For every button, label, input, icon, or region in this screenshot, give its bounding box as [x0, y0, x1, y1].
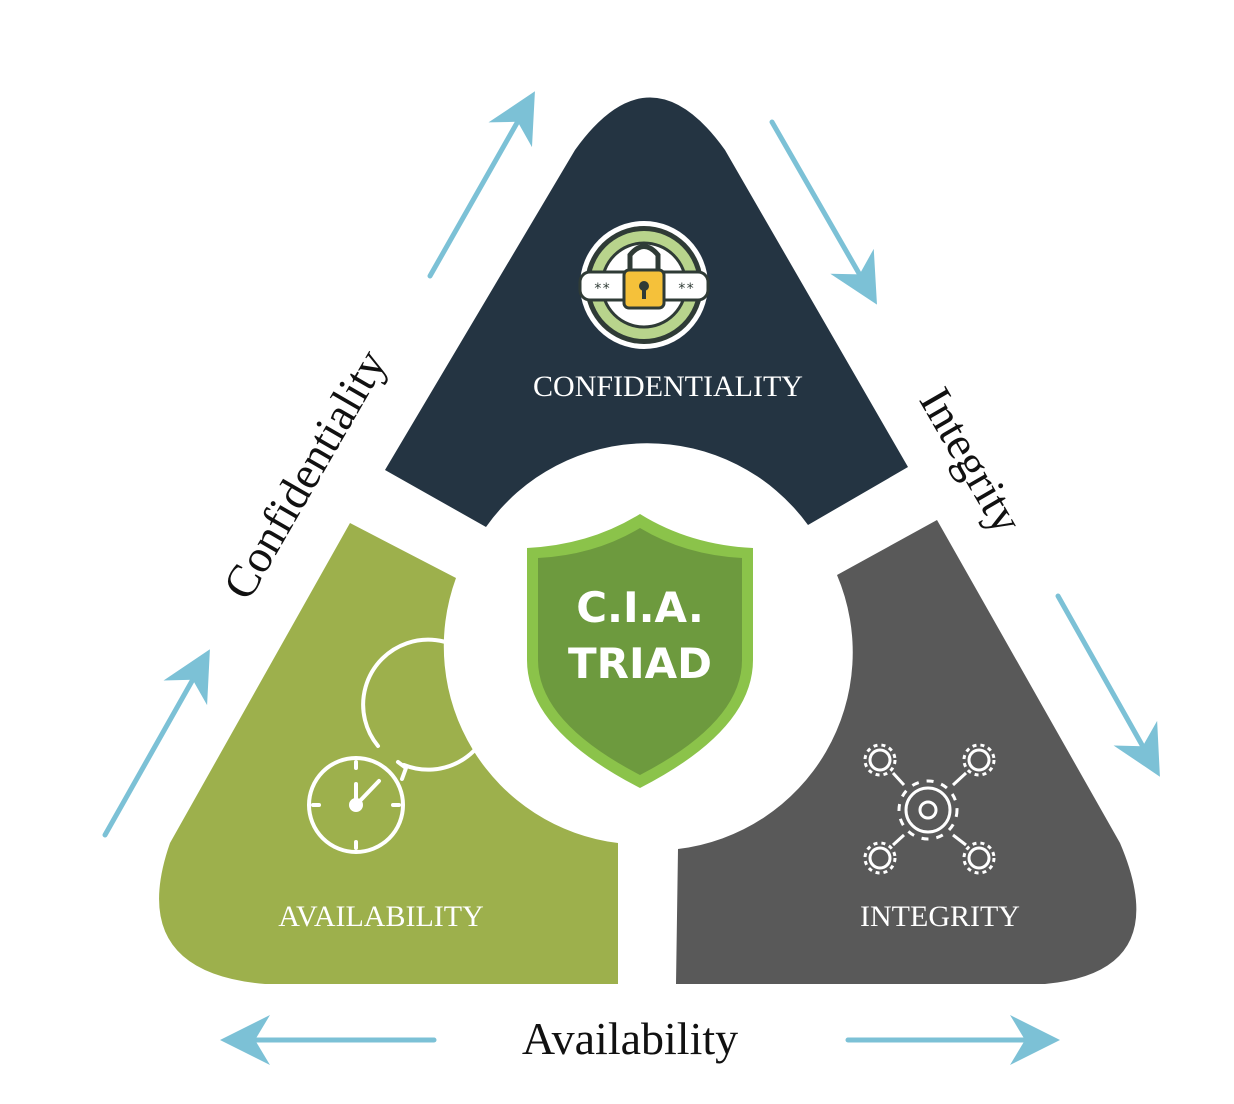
- confidentiality-label: CONFIDENTIALITY: [533, 370, 803, 403]
- side-label-integrity: Integrity: [910, 379, 1033, 542]
- padlock-icon: ** **: [578, 221, 710, 349]
- arrow-right-upper: [769, 119, 877, 305]
- arrow-left-upper: [427, 91, 535, 279]
- svg-text:**: **: [594, 281, 611, 297]
- integrity-label: INTEGRITY: [860, 900, 1020, 933]
- side-label-availability: Availability: [522, 1013, 738, 1064]
- integrity-segment: [676, 520, 1137, 984]
- svg-text:**: **: [678, 281, 695, 297]
- clock-icon: [307, 637, 496, 854]
- shield-icon: [527, 514, 753, 788]
- arrow-left-lower: [102, 649, 210, 838]
- availability-label: AVAILABILITY: [278, 900, 484, 933]
- arrow-right-lower: [1055, 593, 1160, 777]
- center-title-line2: TRIAD: [568, 639, 712, 688]
- availability-segment: [159, 523, 618, 984]
- gears-icon: [863, 743, 996, 875]
- center-title-line1: C.I.A.: [576, 583, 704, 632]
